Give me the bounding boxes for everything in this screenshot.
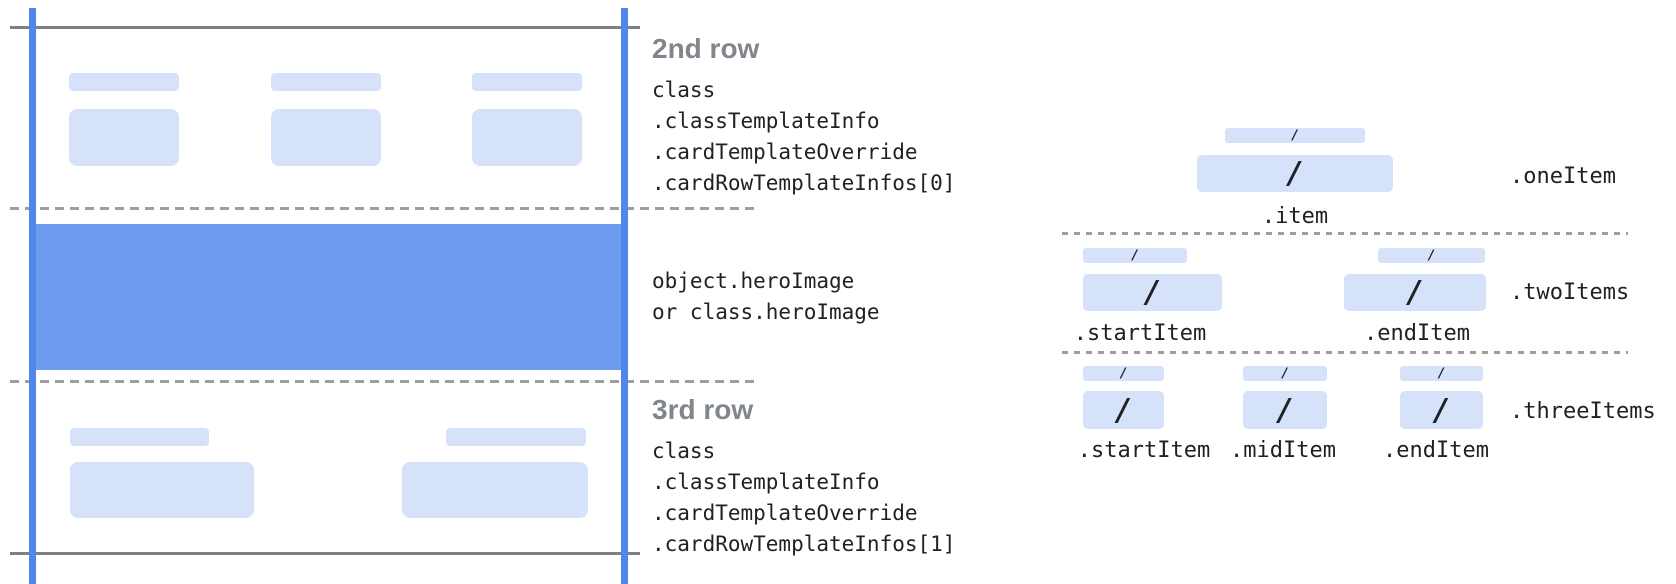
row3-code-line: class bbox=[652, 439, 716, 463]
row3-code-line: .classTemplateInfo bbox=[652, 470, 880, 494]
layout-divider-dashed-line bbox=[1062, 351, 1628, 354]
item-body-bar: / bbox=[1344, 274, 1486, 311]
slash-glyph: / bbox=[1131, 248, 1139, 263]
item-label-bar: / bbox=[1225, 128, 1365, 143]
slash-glyph: / bbox=[1437, 366, 1446, 381]
item-label-bar: / bbox=[1400, 366, 1483, 381]
hero-annotation: object.heroImage or class.heroImage bbox=[652, 266, 880, 328]
slash-glyph: / bbox=[1114, 392, 1133, 428]
placeholder-label-bar bbox=[446, 428, 586, 446]
item-name-label: .midItem bbox=[1230, 438, 1336, 463]
item-body-bar: / bbox=[1197, 155, 1393, 192]
placeholder-body-bar bbox=[271, 109, 381, 166]
hero-image-block bbox=[36, 224, 621, 370]
row2-code-line: .classTemplateInfo bbox=[652, 109, 880, 133]
slash-glyph: / bbox=[1275, 392, 1295, 428]
slash-glyph: / bbox=[1119, 366, 1128, 381]
item-label-bar: / bbox=[1243, 366, 1327, 381]
placeholder-label-bar bbox=[472, 73, 582, 91]
slash-glyph: / bbox=[1285, 156, 1305, 191]
item-body-bar: / bbox=[1400, 391, 1483, 429]
row-name-label: .twoItems bbox=[1510, 280, 1630, 305]
slash-glyph: / bbox=[1143, 275, 1162, 310]
row2-hero-divider-dashed-line bbox=[10, 207, 758, 210]
row2-code-line: class bbox=[652, 78, 716, 102]
placeholder-body-bar bbox=[70, 462, 254, 518]
item-body-bar: / bbox=[1083, 391, 1164, 429]
row2-annotation: 2nd row class .classTemplateInfo .cardTe… bbox=[652, 32, 955, 199]
row3-code-line: .cardTemplateOverride bbox=[652, 501, 918, 525]
item-label-bar: / bbox=[1083, 248, 1187, 263]
row-name-label: .oneItem bbox=[1510, 164, 1616, 189]
placeholder-label-bar bbox=[70, 428, 209, 446]
item-body-bar: / bbox=[1243, 391, 1327, 429]
row3-heading: 3rd row bbox=[652, 394, 754, 425]
layout-divider-dashed-line bbox=[1062, 232, 1628, 235]
placeholder-body-bar bbox=[402, 462, 588, 518]
row-name-label: .threeItems bbox=[1510, 399, 1656, 424]
row3-code-line: .cardRowTemplateInfos[1] bbox=[652, 532, 956, 556]
slash-glyph: / bbox=[1432, 392, 1451, 428]
hero-row3-divider-dashed-line bbox=[10, 380, 758, 383]
row3-annotation: 3rd row class .classTemplateInfo .cardTe… bbox=[652, 393, 955, 560]
item-name-label: .startItem bbox=[1073, 321, 1207, 346]
row2-heading: 2nd row bbox=[652, 33, 760, 64]
placeholder-label-bar bbox=[69, 73, 179, 91]
right-guide-line bbox=[621, 8, 628, 584]
card-top-boundary-line bbox=[10, 26, 640, 29]
hero-code-line: object.heroImage bbox=[652, 269, 855, 293]
item-name-label: .endItem bbox=[1383, 438, 1489, 463]
card-bottom-boundary-line bbox=[10, 552, 640, 555]
placeholder-body-bar bbox=[69, 109, 179, 166]
row2-code-line: .cardRowTemplateInfos[0] bbox=[652, 171, 956, 195]
row2-code-line: .cardTemplateOverride bbox=[652, 140, 918, 164]
placeholder-body-bar bbox=[472, 109, 582, 166]
slash-glyph: / bbox=[1405, 275, 1425, 310]
item-name-label: .startItem bbox=[1077, 438, 1211, 463]
item-name-label: .endItem bbox=[1364, 321, 1470, 346]
placeholder-label-bar bbox=[271, 73, 381, 91]
slash-glyph: / bbox=[1281, 366, 1289, 381]
slash-glyph: / bbox=[1427, 248, 1436, 263]
item-label-bar: / bbox=[1378, 248, 1485, 263]
slash-glyph: / bbox=[1291, 128, 1299, 143]
item-name-label: .item bbox=[1261, 204, 1329, 229]
item-body-bar: / bbox=[1083, 274, 1222, 311]
item-label-bar: / bbox=[1083, 366, 1164, 381]
hero-code-line: or class.heroImage bbox=[652, 300, 880, 324]
left-guide-line bbox=[29, 8, 36, 584]
